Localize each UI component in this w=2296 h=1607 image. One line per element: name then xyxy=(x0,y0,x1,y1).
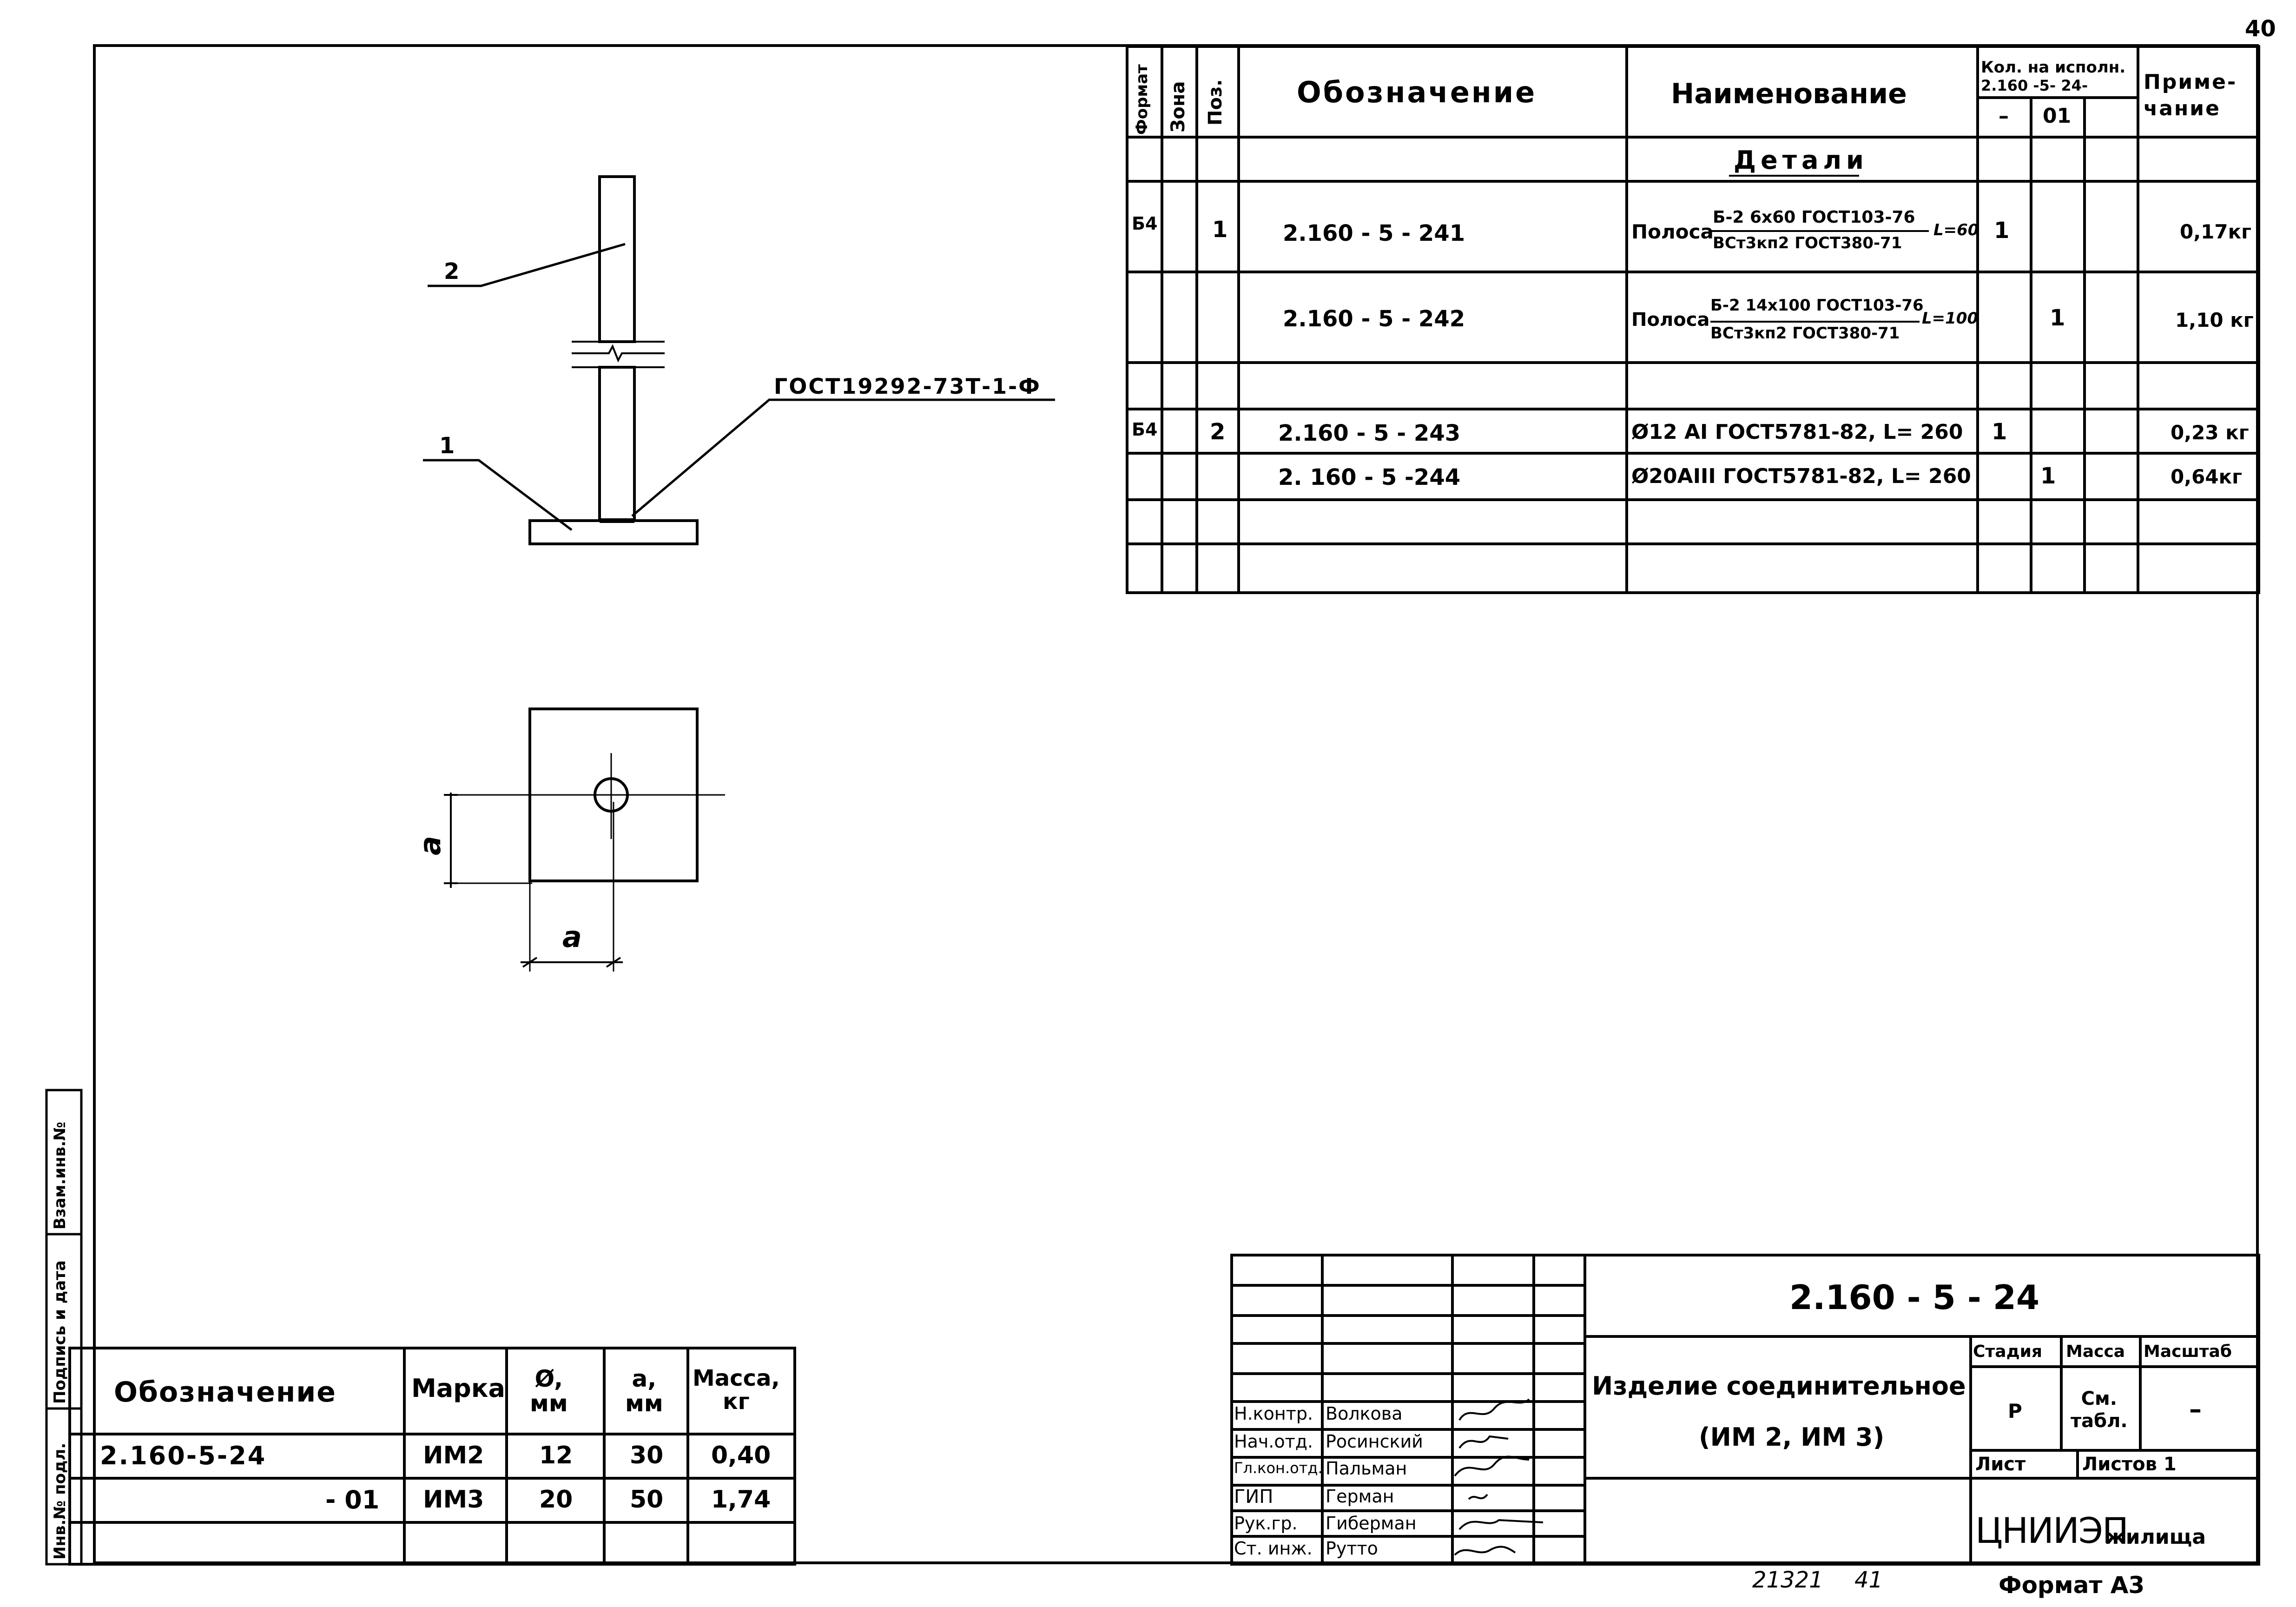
spec-row1-designation: 2.160 - 5 - 241 xyxy=(1283,220,1465,246)
sign-name-4: Герман xyxy=(1326,1486,1394,1507)
params-row2-diameter: 20 xyxy=(539,1486,573,1514)
spec-row1-qty-a: 1 xyxy=(1994,218,2010,244)
inventory-number: 21321 xyxy=(1752,1567,1823,1593)
sheet-label: Лист xyxy=(1975,1454,2026,1475)
mass-value: См. табл. xyxy=(2071,1388,2128,1432)
sign-role-2: Нач.отд. xyxy=(1234,1431,1313,1452)
params-row1-a: 30 xyxy=(630,1442,664,1469)
spec-header-note: Приме- чание xyxy=(2144,70,2237,121)
sign-name-6: Рутто xyxy=(1326,1538,1378,1559)
mass-label: Масса xyxy=(2066,1342,2125,1361)
params-row2-mass: 1,74 xyxy=(711,1486,771,1514)
params-row1-mass: 0,40 xyxy=(711,1442,771,1469)
document-code: 2.160 - 5 - 24 xyxy=(1789,1278,2040,1317)
spec-row3-qty-a: 1 xyxy=(1992,419,2007,445)
sign-name-5: Гиберман xyxy=(1326,1513,1417,1534)
spec-row1-frac-bottom: ВСт3кп2 ГОСТ380-71 xyxy=(1713,234,1902,252)
sign-name-1: Волкова xyxy=(1326,1403,1403,1424)
sheets-label: Листов 1 xyxy=(2082,1454,2177,1475)
spec-header-name: Наименование xyxy=(1671,78,1907,110)
spec-row2-note: 1,10 кг xyxy=(2175,309,2254,331)
spec-row4-name: Ø20АIII ГОСТ5781-82, L= 260 xyxy=(1631,464,1971,488)
spec-row2-name-prefix: Полоса xyxy=(1631,309,1710,331)
spec-header-designation: Обозначение xyxy=(1297,75,1537,109)
scale-value: – xyxy=(2189,1395,2202,1424)
sign-name-3: Пальман xyxy=(1326,1458,1407,1479)
sign-role-3: Гл.кон.отд. xyxy=(1234,1459,1323,1477)
params-header-designation: Обозначение xyxy=(114,1376,337,1409)
spec-row1-frac-top: Б-2 6х60 ГОСТ103-76 xyxy=(1713,208,1915,227)
params-row1-designation: 2.160-5-24 xyxy=(100,1441,267,1470)
spec-header-qty-col-b: 01 xyxy=(2043,104,2072,128)
leader-label-2: 2 xyxy=(444,258,460,284)
spec-row4-note: 0,64кг xyxy=(2171,465,2243,488)
stage-label: Стадия xyxy=(1973,1342,2042,1361)
spec-row3-pos: 2 xyxy=(1210,419,1226,445)
spec-row2-qty-b: 1 xyxy=(2050,305,2065,331)
weld-label: ГОСТ19292-73Т-1-Ф xyxy=(774,374,1041,399)
spec-row1-format: Б4 xyxy=(1132,213,1158,234)
spec-row1-pos: 1 xyxy=(1212,217,1228,243)
spec-row3-designation: 2.160 - 5 - 243 xyxy=(1278,420,1461,446)
spec-row2-name-suffix: L=100 xyxy=(1922,309,1979,328)
params-row2-designation: - 01 xyxy=(325,1485,380,1514)
scale-label: Масштаб xyxy=(2144,1342,2232,1361)
sign-role-1: Н.контр. xyxy=(1234,1403,1313,1424)
leader-label-1: 1 xyxy=(439,433,455,459)
params-header-a: a, мм xyxy=(625,1365,663,1417)
sign-role-6: Ст. инж. xyxy=(1234,1538,1313,1559)
spec-row2-designation: 2.160 - 5 - 242 xyxy=(1283,306,1465,332)
sign-name-2: Росинский xyxy=(1326,1431,1423,1452)
params-header-diameter: Ø, мм xyxy=(530,1365,568,1417)
organization-name: ЦНИИЭП xyxy=(1975,1510,2129,1551)
document-title-line2: (ИМ 2, ИМ 3) xyxy=(1699,1422,1885,1452)
spec-header-qty-line1: Кол. на исполн. xyxy=(1981,58,2126,77)
params-row2-a: 50 xyxy=(630,1486,664,1514)
params-row2-mark: ИМ3 xyxy=(423,1486,484,1514)
params-header-mass: Масса, кг xyxy=(693,1365,780,1415)
params-row1-diameter: 12 xyxy=(539,1442,573,1469)
spec-row3-note: 0,23 кг xyxy=(2171,421,2249,444)
spec-section-title: Детали xyxy=(1734,145,1868,175)
spec-header-qty-col-a: – xyxy=(1999,104,2009,128)
organization-suffix: жилища xyxy=(2105,1525,2206,1549)
format-label: Формат А3 xyxy=(1999,1572,2145,1599)
spec-header-qty-line2: 2.160 -5- 24- xyxy=(1981,77,2088,94)
spec-row1-name-prefix: Полоса xyxy=(1631,220,1714,243)
dim-label-a-horizontal: a xyxy=(562,920,582,954)
spec-row2-frac-top: Б-2 14х100 ГОСТ103-76 xyxy=(1710,296,1924,315)
spec-row4-designation: 2. 160 - 5 -244 xyxy=(1278,464,1461,490)
spec-row3-name: Ø12 АI ГОСТ5781-82, L= 260 xyxy=(1631,420,1963,444)
spec-row4-qty-b: 1 xyxy=(2040,463,2056,489)
sign-role-5: Рук.гр. xyxy=(1234,1513,1298,1534)
spec-row1-name-suffix: L=60 xyxy=(1933,221,1979,239)
page-number: 40 xyxy=(2245,16,2276,42)
sign-role-4: ГИП xyxy=(1234,1486,1273,1508)
spec-row1-note: 0,17кг xyxy=(2180,220,2252,243)
params-row1-mark: ИМ2 xyxy=(423,1442,484,1469)
params-header-mark: Марка xyxy=(411,1374,505,1403)
stage-value: Р xyxy=(2008,1400,2022,1422)
document-title-line1: Изделие соединительное xyxy=(1592,1371,1966,1401)
spec-row3-format: Б4 xyxy=(1132,419,1158,440)
copy-number: 41 xyxy=(1854,1567,1883,1593)
spec-row2-frac-bottom: ВСт3кп2 ГОСТ380-71 xyxy=(1710,324,1900,343)
